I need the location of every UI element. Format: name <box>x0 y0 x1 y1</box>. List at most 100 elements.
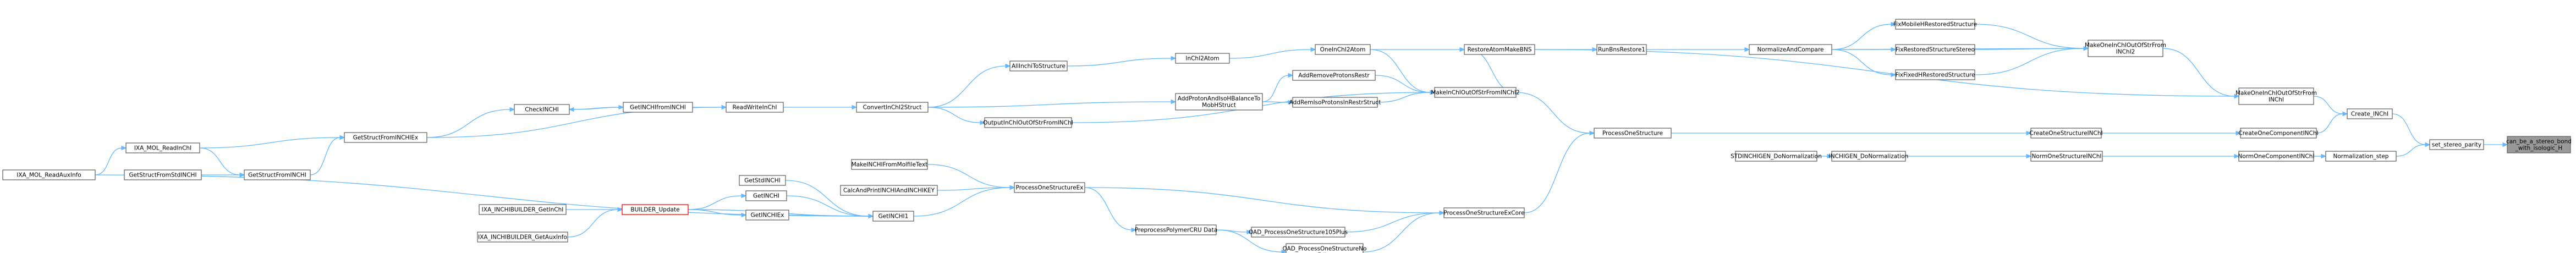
edge-convert_inchi2struct-to-all_inchi_to_structure <box>927 63 1011 108</box>
node-label: INCHIGEN_DoNormalization <box>1829 153 1909 160</box>
edge-create_one_component-to-create_inchi <box>2316 111 2348 134</box>
node-ixa-builder-getinchi[interactable]: IXA_INCHIBUILDER_GetInChI <box>479 204 567 215</box>
edge-normalize_compare-to-fix_restored_stereo <box>1832 47 1897 52</box>
node-output-inchi-out[interactable]: OutputInChIOutOfStrFromINChI <box>983 117 1073 128</box>
node-builder-update[interactable]: BUILDER_Update <box>622 204 689 215</box>
node-label: ReadWriteInChI <box>733 105 777 111</box>
edge-norm_step-to-set_stereo <box>2396 142 2431 157</box>
node-create-inchi[interactable]: Create_INChI <box>2347 108 2393 119</box>
node-fix-fixedh[interactable]: FixFixedHRestoredStructure <box>1895 69 1975 80</box>
node-make-inchi-from-mol[interactable]: MakeINCHIFromMolfileText <box>851 159 928 170</box>
node-create-one-structure[interactable]: CreateOneStructureINChI <box>2029 128 2103 139</box>
node-make-inchi-out[interactable]: MakeInChIOutOfStrFromINChI2 <box>1431 87 1520 98</box>
node-add-remove-protons[interactable]: AddRemoveProtonsRestr <box>1292 70 1376 81</box>
node-get-inchi[interactable]: GetINCHI <box>745 190 787 201</box>
node-process-one-structure[interactable]: ProcessOneStructure <box>1594 128 1672 139</box>
node-box <box>1443 207 1525 218</box>
node-box <box>1895 19 1975 30</box>
node-stdinchigen-norm[interactable]: STDINCHIGEN_DoNormalization <box>1731 151 1822 162</box>
node-box <box>1135 224 1217 235</box>
node-label: MakeOneInChIOutOfStrFrom <box>2236 90 2317 97</box>
node-get-struct-from-std[interactable]: GetStructFromStdINCHI <box>124 169 202 180</box>
node-fix-mobile[interactable]: FixMobileHRestoredStructure <box>1893 19 1977 30</box>
node-label: Create_INChI <box>2351 111 2388 118</box>
edge-create_inchi-to-set_stereo <box>2392 113 2431 147</box>
node-norm-step[interactable]: Normalization_step <box>2325 151 2397 162</box>
edge-inchigen_norm-to-norm_one_structure <box>1905 153 2032 159</box>
node-label: ProcessOneStructureExCore <box>1443 210 1524 217</box>
edge-norm_one_component-to-norm_step <box>2314 153 2327 159</box>
node-get-inchi-ex[interactable]: GetINCHIEx <box>745 210 789 221</box>
node-box <box>1596 44 1647 55</box>
node-create-one-component[interactable]: CreateOneComponentINChI <box>2238 128 2319 139</box>
node-get-struct-from-inchi-ex[interactable]: GetStructFromINCHIEx <box>344 132 427 143</box>
node-label: OAD_ProcessOneStructureNo <box>1283 246 1367 252</box>
node-box <box>125 142 200 153</box>
node-read-write-inchi[interactable]: ReadWriteInChI <box>726 102 784 113</box>
node-inchi2atom[interactable]: InChI2Atom <box>1175 53 1230 64</box>
node-box <box>745 210 789 221</box>
node-get-inchi-from-inchi[interactable]: GetINCHIfromINCHI <box>623 102 693 113</box>
node-preprocess-polymer[interactable]: PreprocessPolymerCRU Data <box>1135 224 1217 235</box>
node-box <box>739 175 786 186</box>
node-run-bns-restore[interactable]: RunBnsRestore1 <box>1596 44 1647 55</box>
node-box <box>2238 151 2314 162</box>
node-box <box>1594 128 1672 139</box>
node-label: OAD_ProcessOneStructure105Plus <box>1249 229 1348 236</box>
node-norm-one-structure[interactable]: NormOneStructureINChI <box>2030 151 2103 162</box>
node-label: RestoreAtomMakeBNS <box>1468 47 1532 53</box>
node-fix-restored-stereo[interactable]: FixRestoredStructureStereo <box>1895 44 1975 55</box>
node-norm-one-component[interactable]: NormOneComponentINChI <box>2238 151 2315 162</box>
node-label: GetINCHIEx <box>751 212 784 219</box>
node-can-be[interactable]: can_be_a_stereo_bond_with_isologic_H <box>2506 136 2572 153</box>
edge-layer <box>95 21 2508 253</box>
node-convert-inchi2struct[interactable]: ConvertInChI2Struct <box>856 102 929 113</box>
node-label: PreprocessPolymerCRU Data <box>1135 227 1217 234</box>
edge-make_one_inchi_from-to-create_inchi <box>2313 96 2348 117</box>
node-one-inchi2atom[interactable]: OneInChI2Atom <box>1315 44 1371 55</box>
node-inchigen-norm[interactable]: INCHIGEN_DoNormalization <box>1829 151 1909 162</box>
node-normalize-compare[interactable]: NormalizeAndCompare <box>1749 44 1832 55</box>
node-get-inchi1[interactable]: GetINCHI1 <box>872 211 914 222</box>
node-label: OneInChI2Atom <box>1320 47 1366 53</box>
node-label: AddRemoveProtonsRestr <box>1298 73 1370 79</box>
node-label: GetStructFromINCHI <box>248 172 306 179</box>
node-label: AddProtonAndIsoHBalanceTo <box>1178 96 1261 102</box>
node-set-stereo[interactable]: set_stereo_parity <box>2429 139 2484 150</box>
node-label: GetStructFromINCHIEx <box>353 135 419 141</box>
node-check-inchi[interactable]: CheckINCHI <box>514 104 570 115</box>
node-box <box>984 117 1072 128</box>
edge-make_inchi_from_mol-to-process_one_fx <box>927 164 1015 190</box>
edge-process_one_fx-to-process_one_ex_core <box>1084 187 1445 216</box>
node-all-inchi-to-structure[interactable]: AllInchiToStructure <box>1009 61 1068 72</box>
node-ixa-mol-readauxinfo[interactable]: IXA_MOL_ReadAuxInfo <box>2 169 96 180</box>
edge-one_inchi2atom-to-make_inchi_out <box>1370 49 1436 95</box>
node-calc-and-print[interactable]: CalcAndPrintINCHIAndINCHIKEY <box>840 185 938 196</box>
node-label: Edits <box>1317 252 1332 253</box>
node-get-struct-from-inchi[interactable]: GetStructFromINCHI <box>244 169 311 180</box>
node-ixa-builder-getauxinfo[interactable]: IXA_INCHIBUILDER_GetAuxInfo <box>477 232 568 243</box>
node-box <box>244 169 311 180</box>
node-box <box>477 232 568 243</box>
node-box <box>1009 61 1068 72</box>
node-process-one-fx[interactable]: ProcessOneStructureEx <box>1014 182 1085 193</box>
node-oad-process-no-edits[interactable]: OAD_ProcessOneStructureNoEdits <box>1283 243 1367 253</box>
node-box <box>1175 93 1263 111</box>
node-ixa-mol-readinchi[interactable]: IXA_MOL_ReadInChI <box>125 142 200 153</box>
node-label: FixMobileHRestoredStructure <box>1893 21 1977 28</box>
edge-get_struct_from_inchi_ex-to-check_inchi <box>426 107 515 138</box>
node-box <box>745 190 787 201</box>
edge-fix_fixedh-to-make_one_inchi2 <box>1974 46 2089 75</box>
node-oad-process-105[interactable]: OAD_ProcessOneStructure105Plus <box>1249 227 1348 238</box>
node-get-std-inchi[interactable]: GetStdINCHI <box>739 175 786 186</box>
edge-inchi2atom-to-one_inchi2atom <box>1229 47 1316 59</box>
node-box <box>1434 87 1517 98</box>
node-restore-atom[interactable]: RestoreAtomMakeBNS <box>1464 44 1535 55</box>
node-label: NormOneStructureINChI <box>2032 153 2102 160</box>
node-label: MakeInChIOutOfStrFromINChI2 <box>1431 90 1519 96</box>
node-process-one-ex-core[interactable]: ProcessOneStructureExCore <box>1443 207 1525 218</box>
node-add-remove-isoprotons[interactable]: AddRemIsoProtonsInRestrStruct <box>1289 97 1381 108</box>
